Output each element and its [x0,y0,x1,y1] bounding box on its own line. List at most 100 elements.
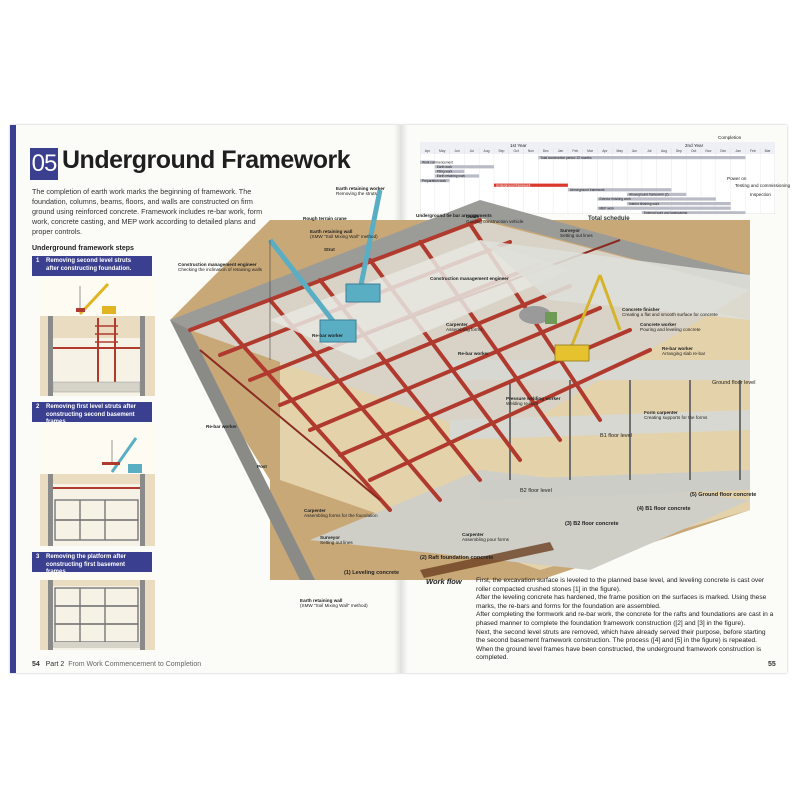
schedule-month-label: Apr [425,149,431,153]
schedule-month-label: Sep [498,149,504,153]
milestone-testing: Testing and commissioning [735,183,791,188]
schedule-bar [434,174,480,178]
schedule-month-label: Jan [558,149,564,153]
level-ground: Ground floor level [712,380,756,386]
schedule-bar-label: External work and landscaping [644,211,688,214]
stage-3-b2-floor: (3) B2 floor concrete [565,521,619,527]
schedule-month-label: Aug [484,149,490,153]
body-text: First, the excavation surface is leveled… [476,577,776,663]
schedule-month-label: Jun [632,149,638,153]
schedule-month-label: Feb [572,149,578,153]
step-number: 2 [36,404,40,410]
footer-chapter: From Work Commencement to Completion [68,661,202,668]
work-flow-label: Work flow [426,577,462,586]
schedule-month-label: Mar [765,149,772,153]
step-1-diagram [40,278,155,396]
schedule-month-label: Apr [602,149,608,153]
schedule-bar-label: Preparation work [422,179,447,183]
schedule-bar-label: Piling work [437,170,453,174]
schedule-bar [627,192,687,196]
schedule-bar [627,202,731,206]
schedule-bar [538,156,746,160]
stage-4-b1-floor: (4) B1 floor concrete [637,506,691,512]
step-3-diagram [40,574,155,650]
right-page-number: 55 [768,661,776,668]
schedule-bar [567,188,672,192]
callout-earth-retaining-wall-bottom: Earth retaining wall(SMW "Soil Mixing Wa… [300,598,368,608]
schedule-bar [434,165,494,169]
schedule-month-label: Oct [691,149,696,153]
schedule-bar [597,206,731,210]
schedule-bar-label: Aboveground framework (2) [629,193,669,197]
schedule-month-label: Jul [470,149,475,153]
level-b1: B1 floor level [600,433,632,439]
callout-rebar-worker-1: Re-bar worker [312,333,343,338]
schedule-bar-label: Underground framework [496,183,531,187]
schedule-month-label: Feb [750,149,756,153]
milestone-inspection: Inspection [750,192,771,197]
step-text: Removing the platform after constructing… [46,554,127,575]
schedule-month-label: Nov [528,149,534,153]
schedule-bar-label: Earth work [437,165,453,169]
schedule-month-label: Jul [647,149,652,153]
step-text: Removing second level struts after const… [46,258,132,272]
schedule-month-label: Oct [514,149,519,153]
schedule-month-label: Aug [661,149,667,153]
body-paragraph-2: After the leveling concrete has hardened… [476,594,767,610]
schedule-month-label: Dec [543,149,549,153]
schedule-title: Total schedule [588,216,630,222]
schedule-year-2: 2nd Year [685,143,704,148]
callout-post: Post [257,464,267,469]
stage-2-raft: (2) Raft foundation concrete [420,555,494,561]
schedule-bar [493,183,568,187]
schedule-bar-label: MEP work [600,206,615,210]
schedule-month-label: Mar [587,149,594,153]
schedule-month-label: May [439,149,446,153]
step-2-diagram [40,424,155,546]
schedule-month-label: Dec [720,149,726,153]
intro-paragraph: The completion of earth work marks the b… [32,187,263,236]
schedule-bar [597,197,716,201]
body-paragraph-1: First, the excavation surface is leveled… [476,577,765,593]
body-paragraph-4: Next, the second level struts are remove… [476,628,766,662]
schedule-bar-label: Interior finishing work [629,202,660,206]
body-paragraph-3: After completing the formwork and re-bar… [476,611,774,627]
schedule-bar [641,211,746,214]
callout-earth-retaining-wall-top: Earth retaining wall(SMW "Soil Mixing Wa… [310,229,378,239]
schedule-bar [434,169,465,173]
schedule-bar-label: Work commencement [422,160,453,164]
construction-site-illustration [170,189,750,580]
left-page-number: 54 [32,661,40,668]
schedule-month-label: Jan [735,149,741,153]
step-3-banner: 3 Removing the platform after constructin… [32,552,152,575]
step-number: 1 [36,258,40,264]
schedule-bar-label: Earth retaining work [437,174,466,178]
step-number: 3 [36,554,40,560]
callout-rebar-worker-left: Re-bar worker [206,424,237,429]
schedule-month-label: Sep [676,149,682,153]
callout-construction-management-engineer-2: Construction management engineer [430,276,509,281]
level-b2: B2 floor level [520,488,552,494]
steps-heading: Underground framework steps [32,245,134,252]
schedule-bar-label: Exterior finishing work [600,197,632,201]
milestone-completion: Completion [718,135,742,140]
stage-5-ground-floor: (5) Ground floor concrete [690,492,757,498]
stage-1-leveling: (1) Leveling concrete [344,570,400,576]
schedule-bar-label: Aboveground framework [570,188,605,192]
callout-rebar-worker-2: Re-bar worker [458,351,489,356]
step-text: Removing first level struts after constr… [46,404,137,425]
schedule-year-1: 1st Year [510,143,527,148]
footer-part: Part 2 [45,661,65,668]
left-page-footer: 54 Part 2 From Work Commencement to Comp… [32,661,201,668]
callout-rough-terrain-crane: Rough terrain crane [303,216,347,221]
left-edge-accent-bar [10,125,16,673]
